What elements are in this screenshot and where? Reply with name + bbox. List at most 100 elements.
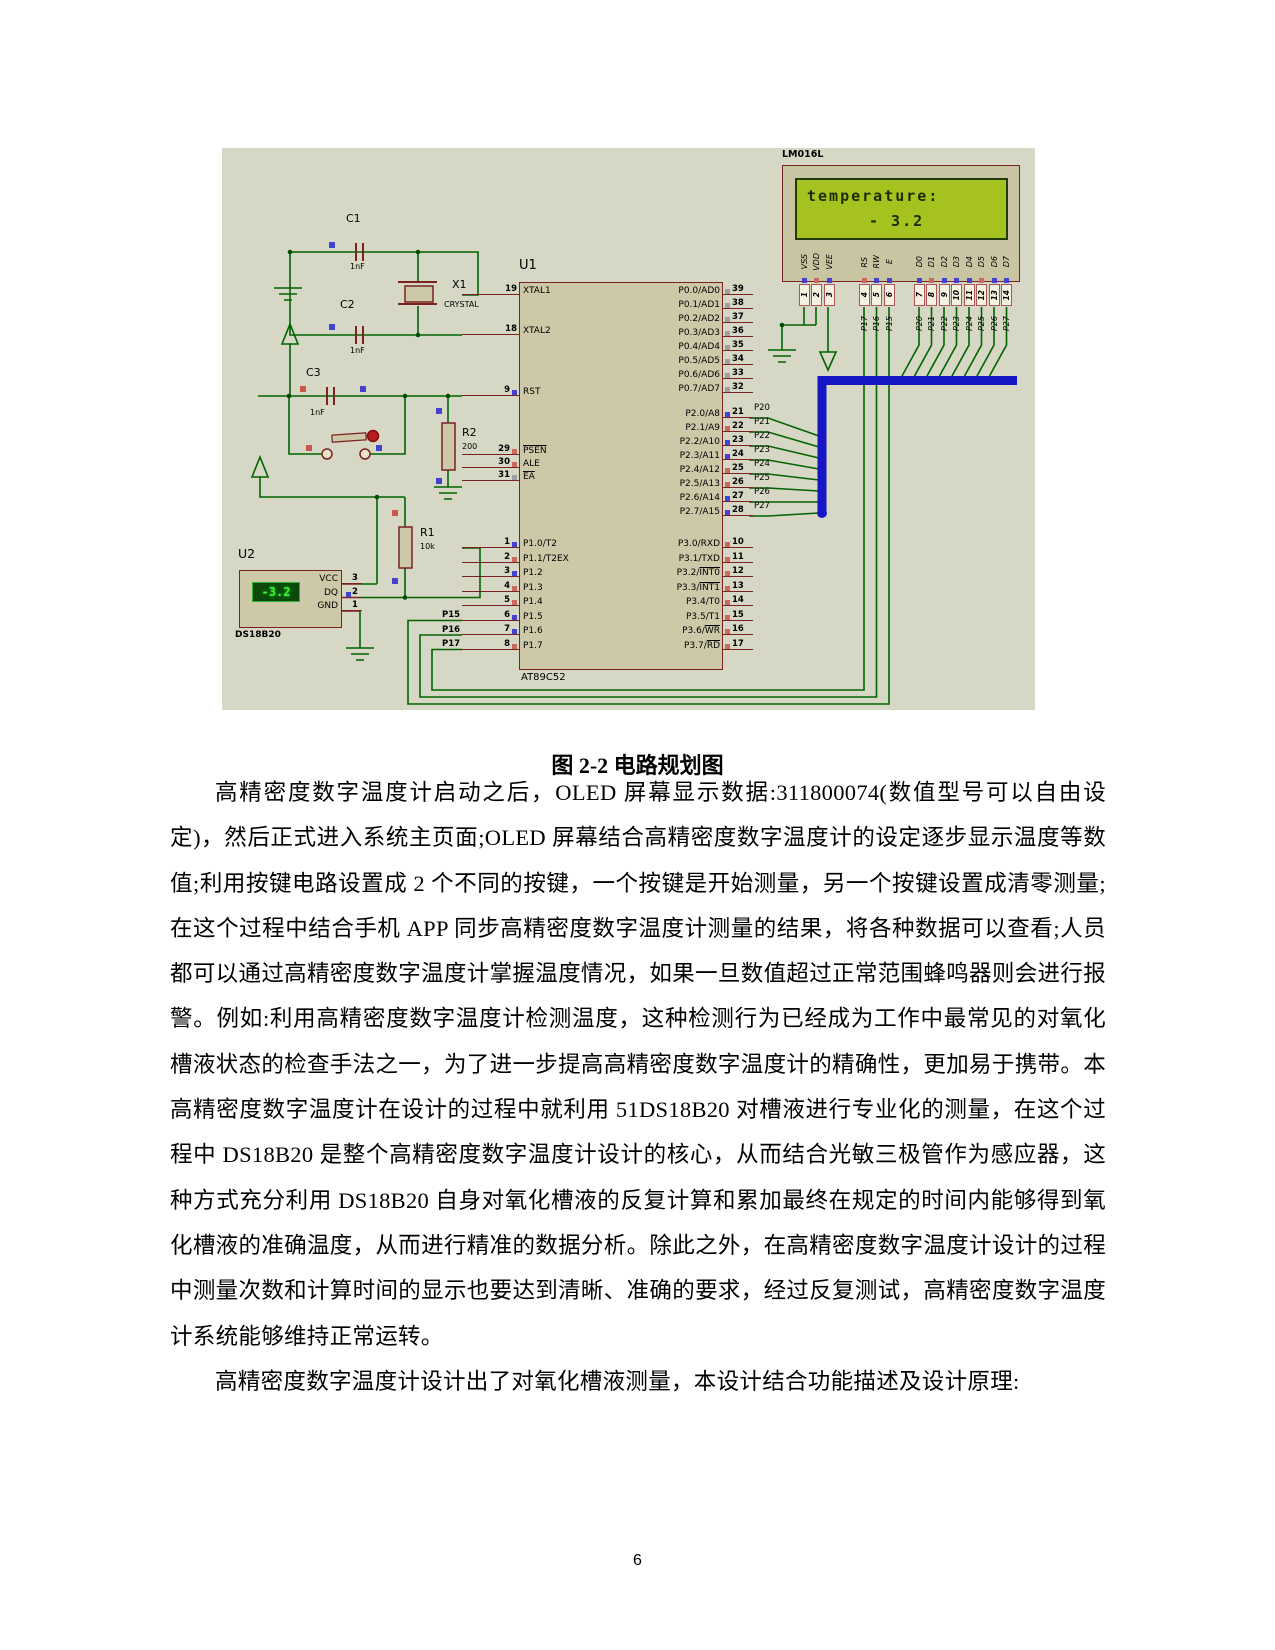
pin-stub: 26 <box>723 477 753 488</box>
mcu-body <box>519 282 723 670</box>
crystal-value: CRYSTAL <box>444 300 479 309</box>
pin-name: D7 <box>1002 256 1012 268</box>
cap1-value: 1nF <box>350 262 365 271</box>
crystal-ref: X1 <box>452 278 467 291</box>
wire-label: P26 <box>754 487 770 497</box>
pin-name: P3.4/T0 <box>686 597 720 607</box>
sensor-ref: U2 <box>238 546 256 561</box>
pin-name: GND <box>317 601 338 611</box>
pin-name: P3.6/WR <box>682 626 720 636</box>
wire-label: P23 <box>754 445 770 455</box>
pin-row: P0.7/AD7 32 <box>582 381 792 395</box>
pin-stub: 28 <box>723 505 753 516</box>
pin-stub: 27 <box>723 491 753 502</box>
pin-row: 8 P1.7 <box>462 638 662 653</box>
pin-number: 11 <box>963 278 976 306</box>
sensor-display: -3.2 <box>252 582 300 602</box>
pin-stub: 8 <box>462 639 519 650</box>
pin-stub: 12 <box>723 566 753 577</box>
pin-name: D4 <box>964 256 974 268</box>
pin-row: 6 P1.5 <box>462 609 662 624</box>
pin-number: 8 <box>926 278 939 306</box>
pin-row: P0.3/AD3 36 <box>582 325 792 339</box>
pin-row: P3.4/T0 14 <box>582 594 792 609</box>
pin-row: 1 P1.0/T2 <box>462 536 662 551</box>
pin-name: ALE <box>523 459 540 469</box>
pin-name: RST <box>523 387 541 397</box>
pin-stub: 23 <box>723 435 753 446</box>
pin-name: P3.7/RD <box>684 640 720 651</box>
pin-stub: 38 <box>723 298 753 309</box>
pin-row: P2.5/A13 26 P25 <box>582 473 822 490</box>
pin-name: XTAL1 <box>523 286 551 296</box>
pin-row: P3.6/WR 16 <box>582 623 792 638</box>
pin-name: XTAL2 <box>523 326 551 336</box>
circuit-wires <box>250 242 1017 705</box>
pin-stub: 39 <box>723 284 753 295</box>
pin-stub: 4 <box>462 581 519 592</box>
pin-number: 12 <box>976 278 989 306</box>
pin-row: 4 P1.3 <box>462 580 662 595</box>
paragraph: 高精密度数字温度计启动之后，OLED 屏幕显示数据:311800074(数值型号… <box>170 780 1106 1349</box>
res2-value: 200 <box>462 442 478 451</box>
pin-name: P3.0/RXD <box>677 539 720 549</box>
pin-name: P1.2 <box>523 568 543 578</box>
pin-row: 29 PSEN <box>462 443 662 456</box>
pin-stub: 11 <box>723 552 753 563</box>
pin-number: 13 <box>988 278 1001 306</box>
pin-stub: 16 <box>723 624 753 635</box>
pin-stub: 2 <box>342 586 362 598</box>
pin-row: P3.2/INT0 12 <box>582 565 792 580</box>
cap1-ref: C1 <box>346 212 361 225</box>
paragraph: 高精密度数字温度计设计出了对氧化槽液测量，本设计结合功能描述及设计原理: <box>215 1368 1020 1394</box>
pin-stub: 1 <box>342 599 362 611</box>
pin-name: P0.6/AD6 <box>678 370 720 380</box>
pin-stub: 14 <box>723 595 753 606</box>
pin-name: D1 <box>927 256 937 268</box>
res1-value: 10k <box>420 542 435 551</box>
wire-label: P16 <box>872 316 882 332</box>
mcu-p0-pins: P0.0/AD0 39 P0.1/AD1 38 P0.2/AD2 37 P0.3… <box>582 283 792 395</box>
pin-name: P3.1/TXD <box>678 553 720 564</box>
pin-row: GND 1 <box>239 599 399 613</box>
pin-number: 2 <box>811 278 824 306</box>
pin-name: P3.3/INT1 <box>676 582 720 593</box>
wire-label: P21 <box>927 316 937 332</box>
wire-label: P20 <box>914 316 924 332</box>
wire-label: P23 <box>952 316 962 332</box>
pin-name: P1.7 <box>523 640 543 651</box>
pin-name: P2.7/A15 <box>679 507 720 517</box>
pin-name: P0.5/AD5 <box>678 356 720 366</box>
pin-stub: 13 <box>723 581 753 592</box>
pin-row: 3 P1.2 <box>462 565 662 580</box>
pin-name: VCC <box>319 574 338 584</box>
mcu-ctrl-pins: 29 PSEN 30 ALE 31 EA <box>462 443 662 482</box>
pin-stub: 31 <box>462 470 519 481</box>
pin-row: P3.7/RD 17 <box>582 638 792 653</box>
pin-name: P1.4 <box>523 597 543 607</box>
pin-stub: 2 <box>462 552 519 563</box>
pin-row: 31 EA <box>462 469 662 482</box>
pin-name: D2 <box>939 256 949 268</box>
wire-label: P22 <box>939 316 949 332</box>
pin-row: P0.4/AD4 35 <box>582 339 792 353</box>
mcu-pin-xtal1: 19 XTAL1 <box>462 283 662 297</box>
pin-number: 5 <box>871 278 884 306</box>
pin-row: P2.3/A11 24 P23 <box>582 445 822 462</box>
pin-stub: 7 <box>462 624 519 635</box>
pin-number: 6 <box>883 278 896 306</box>
mcu-ref: U1 <box>519 258 537 273</box>
pin-number: 18 <box>505 324 517 334</box>
pin-row: VCC 3 <box>239 572 399 586</box>
pin-name: D0 <box>914 256 924 268</box>
pin-name: RS <box>859 256 869 268</box>
pin-name: P2.6/A14 <box>679 493 720 503</box>
wire-label: P20 <box>754 403 770 413</box>
pin-name: P0.7/AD7 <box>678 384 720 394</box>
pin-row: 7 P1.6 <box>462 623 662 638</box>
pin-name: D3 <box>952 256 962 268</box>
